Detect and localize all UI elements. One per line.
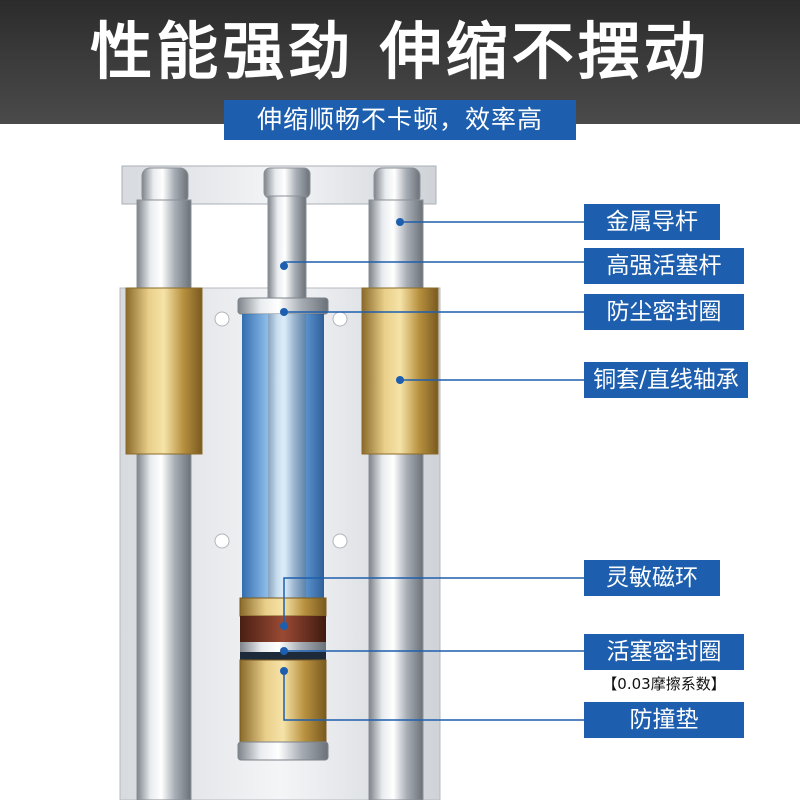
callout-dust-seal: 防尘密封圈 [584,294,744,330]
callout-bumper-pad: 防撞垫 [584,702,744,738]
piston-assembly [237,597,329,761]
left-guide-rod [125,167,203,800]
callout-metal-guide-rod: 金属导杆 [584,204,720,240]
right-guide-rod [361,167,439,800]
friction-coefficient-note: 【0.03摩擦系数】 [602,675,726,693]
callout-piston-seal: 活塞密封圈 [584,634,744,670]
piston-rod [263,167,311,301]
subheadline-badge: 伸缩顺畅不卡顿，效率高 [224,100,576,140]
cylinder-barrel [237,297,329,598]
callout-bushing-bearing: 铜套/直线轴承 [584,362,748,398]
callout-piston-rod: 高强活塞杆 [584,248,744,284]
callout-magnetic-ring: 灵敏磁环 [584,560,720,596]
headline: 性能强劲 伸缩不摆动 [90,15,710,88]
cylinder-cutaway-illustration [119,165,441,800]
